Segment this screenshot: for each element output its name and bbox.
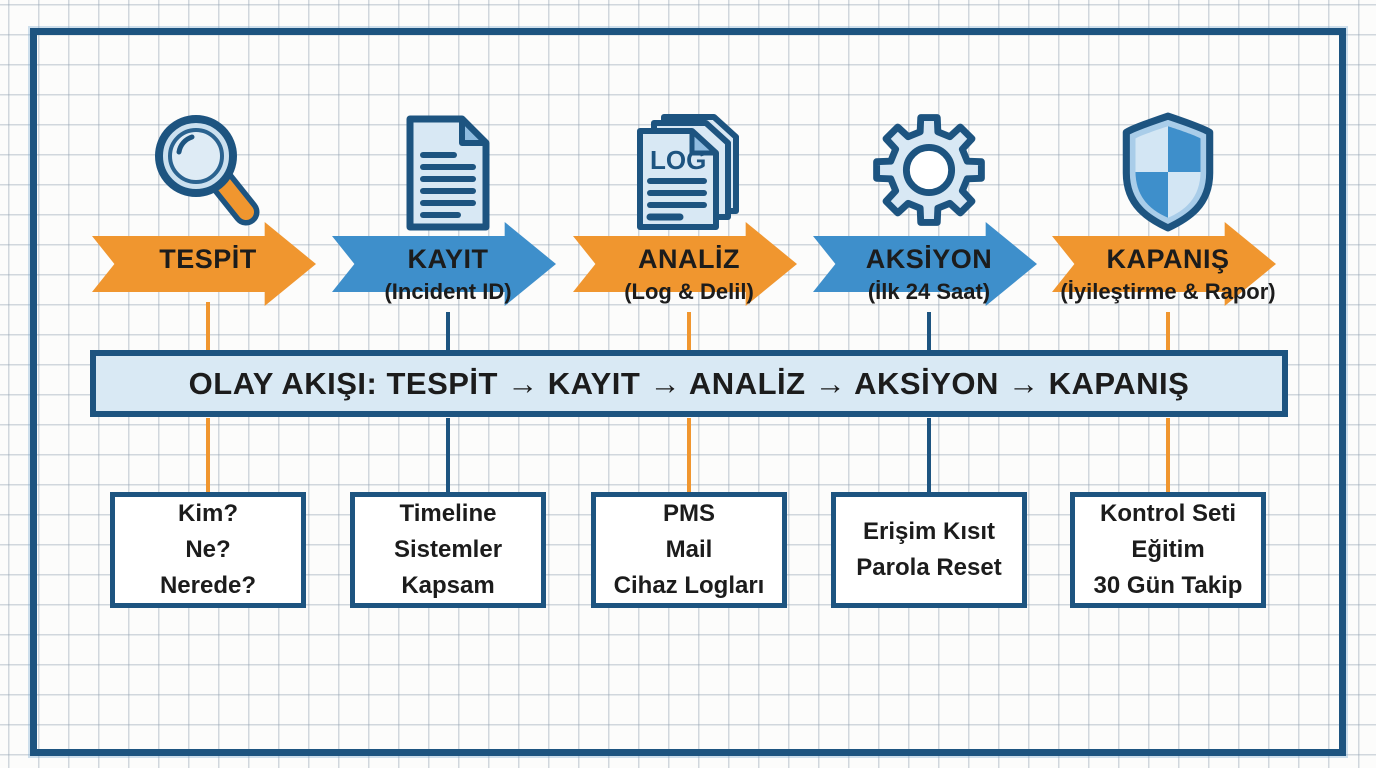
detail-box-kayit: Timeline Sistemler Kapsam bbox=[350, 492, 546, 608]
detail-line: Mail bbox=[665, 536, 713, 563]
connector-arrow-to-banner bbox=[446, 312, 450, 352]
stage-sublabel: (İlk 24 Saat) bbox=[867, 279, 991, 304]
connector-arrow-to-banner bbox=[206, 302, 210, 352]
stage-sublabel: (Incident ID) bbox=[384, 279, 512, 304]
document-icon bbox=[402, 112, 494, 239]
connector-arrow-to-banner bbox=[927, 312, 931, 352]
gear-icon bbox=[871, 112, 987, 233]
connector-arrow-to-banner bbox=[1166, 312, 1170, 352]
detail-line: 30 Gün Takip bbox=[1093, 572, 1243, 599]
detail-line: Kontrol Seti bbox=[1100, 500, 1236, 527]
detail-box-analiz: PMS Mail Cihaz Logları bbox=[591, 492, 787, 608]
detail-line: Kapsam bbox=[401, 572, 495, 599]
stage-label: ANALİZ bbox=[638, 244, 740, 274]
detail-box-aksiyon: Erişim Kısıt Parola Reset bbox=[831, 492, 1027, 608]
connector-banner-to-box bbox=[206, 418, 210, 494]
detail-line: Ne? bbox=[185, 536, 231, 563]
detail-box-tespit: Kim? Ne? Nerede? bbox=[110, 492, 306, 608]
detail-box-kapanis: Kontrol Seti Eğitim 30 Gün Takip bbox=[1070, 492, 1266, 608]
detail-line: Erişim Kısıt bbox=[862, 518, 996, 545]
connector-banner-to-box bbox=[1166, 418, 1170, 494]
stage-label: KAYIT bbox=[407, 244, 489, 274]
detail-line: Kim? bbox=[178, 500, 238, 527]
stage-arrow-kayit bbox=[332, 222, 556, 306]
stage-arrow-tespit bbox=[92, 222, 316, 306]
detail-line: Parola Reset bbox=[856, 554, 1002, 581]
connector-banner-to-box bbox=[927, 418, 931, 494]
svg-text:LOG: LOG bbox=[650, 145, 706, 175]
stage-label: TESPİT bbox=[159, 244, 257, 274]
flow-summary-banner: OLAY AKIŞI: TESPİT → KAYIT → ANALİZ → AK… bbox=[90, 350, 1288, 417]
flow-summary-text: OLAY AKIŞI: TESPİT → KAYIT → ANALİZ → AK… bbox=[188, 365, 1190, 401]
stage-sublabel: (İyileştirme & Rapor) bbox=[1060, 279, 1276, 304]
connector-banner-to-box bbox=[687, 418, 691, 494]
stage-arrow-analiz bbox=[573, 222, 797, 306]
stage-label: KAPANIŞ bbox=[1106, 244, 1230, 274]
connector-banner-to-box bbox=[446, 418, 450, 494]
detail-line: Cihaz Logları bbox=[613, 572, 765, 599]
magnifier-search-icon bbox=[152, 112, 264, 237]
stage-arrow-kapanis bbox=[1052, 222, 1276, 306]
diagram-border-frame bbox=[30, 28, 1346, 756]
detail-line: Timeline bbox=[399, 500, 497, 527]
stage-label: AKSİYON bbox=[865, 244, 993, 274]
detail-line: Eğitim bbox=[1131, 536, 1205, 563]
detail-line: Sistemler bbox=[393, 536, 503, 563]
detail-line: Nerede? bbox=[159, 572, 257, 599]
detail-line: PMS bbox=[662, 500, 715, 527]
stage-arrow-aksiyon bbox=[813, 222, 1037, 306]
stage-sublabel: (Log & Delil) bbox=[624, 279, 754, 304]
shield-icon bbox=[1118, 112, 1218, 237]
log-pages-icon: LOG bbox=[634, 112, 744, 239]
connector-arrow-to-banner bbox=[687, 312, 691, 352]
